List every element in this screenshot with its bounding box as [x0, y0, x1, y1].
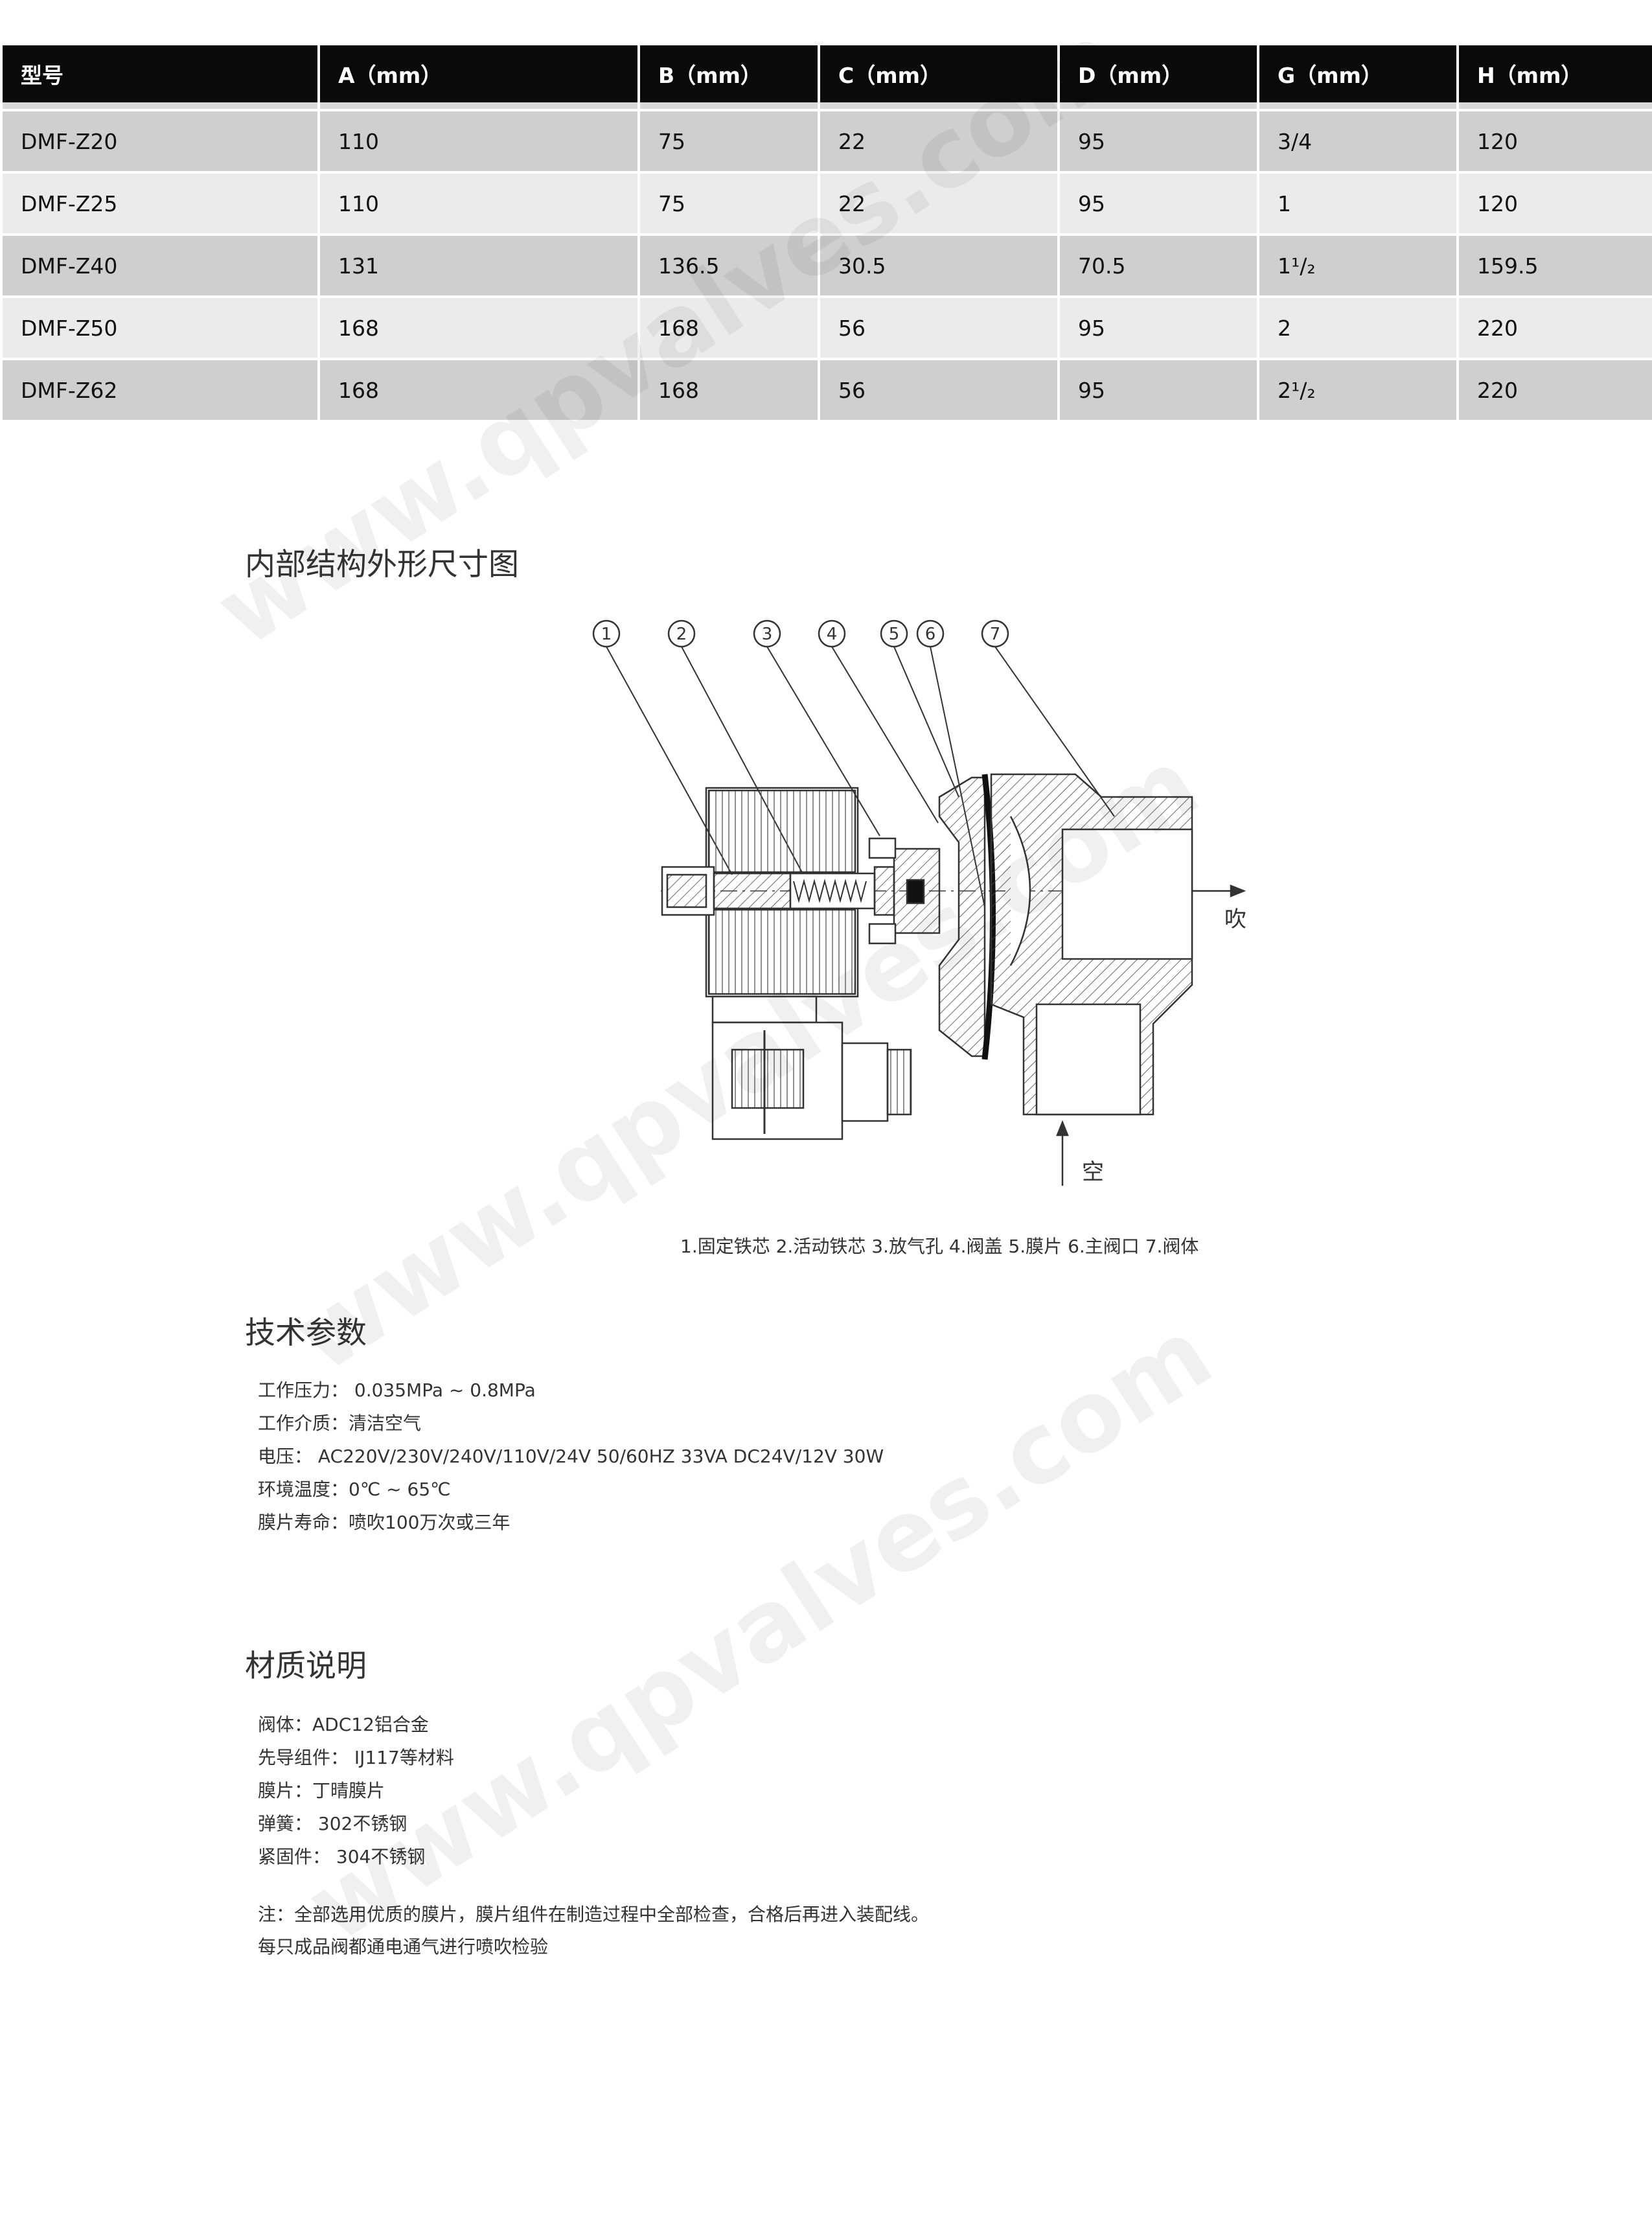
cell-a: 110: [320, 111, 637, 171]
cell-b: 168: [640, 298, 818, 358]
tech-pressure: 工作压力： 0.035MPa ~ 0.8MPa: [258, 1379, 536, 1401]
material-fastener: 紧固件： 304不锈钢: [258, 1846, 426, 1867]
cell-a: 110: [320, 174, 637, 233]
header-c: C（mm）: [820, 45, 1057, 109]
cell-d: 70.5: [1060, 236, 1257, 295]
note: 注：全部选用优质的膜片，膜片组件在制造过程中全部检查，合格后再进入装配线。 每只…: [258, 1898, 929, 1963]
header-a: A（mm）: [320, 45, 637, 109]
header-model: 型号: [3, 45, 317, 109]
structure-title: 内部结构外形尺寸图: [245, 547, 519, 583]
cell-model: DMF-Z25: [3, 174, 317, 233]
spec-table-container: 型号 A（mm） B（mm） C（mm） D（mm） G（mm） H（mm） D…: [0, 43, 1652, 422]
cell-a: 168: [320, 360, 637, 420]
header-g: G（mm）: [1259, 45, 1456, 109]
flow-arrows: [1056, 884, 1246, 1186]
callout-6-label: 6: [925, 625, 936, 644]
table-header-row: 型号 A（mm） B（mm） C（mm） D（mm） G（mm） H（mm）: [3, 45, 1652, 109]
table-row: DMF-Z20 110 75 22 95 3/4 120: [3, 111, 1652, 171]
pilot-seat: [868, 837, 941, 945]
spec-table: 型号 A（mm） B（mm） C（mm） D（mm） G（mm） H（mm） D…: [0, 43, 1652, 422]
callout-bubbles: [592, 619, 1009, 648]
valve-cover: [938, 776, 986, 1057]
header-d: D（mm）: [1060, 45, 1257, 109]
cell-c: 56: [820, 360, 1057, 420]
cell-model: DMF-Z20: [3, 111, 317, 171]
cell-b: 136.5: [640, 236, 818, 295]
cell-g: 1: [1259, 174, 1456, 233]
cell-b: 75: [640, 111, 818, 171]
cell-a: 168: [320, 298, 637, 358]
cell-g: 1¹/₂: [1259, 236, 1456, 295]
cell-model: DMF-Z50: [3, 298, 317, 358]
material-title: 材质说明: [245, 1648, 367, 1684]
table-row: DMF-Z25 110 75 22 95 1 120: [3, 174, 1652, 233]
callout-5-label: 5: [889, 625, 900, 644]
header-b: B（mm）: [640, 45, 818, 109]
callout-3-label: 3: [762, 625, 773, 644]
tech-medium: 工作介质：清洁空气: [258, 1413, 422, 1434]
cell-g: 2: [1259, 298, 1456, 358]
blow-label: 吹: [1224, 906, 1246, 932]
tech-voltage: 电压： AC220V/230V/240V/110V/24V 50/60HZ 33…: [258, 1446, 884, 1467]
cell-d: 95: [1060, 174, 1257, 233]
cell-d: 95: [1060, 111, 1257, 171]
air-label: 空: [1082, 1159, 1104, 1185]
note-line-2: 每只成品阀都通电通气进行喷吹检验: [258, 1936, 549, 1957]
outlet-port: [1061, 828, 1193, 960]
diagram-caption: 1.固定铁芯 2.活动铁芯 3.放气孔 4.阀盖 5.膜片 6.主阀口 7.阀体: [680, 1236, 1199, 1257]
cell-c: 30.5: [820, 236, 1057, 295]
cell-h: 220: [1459, 298, 1652, 358]
header-h: H（mm）: [1459, 45, 1652, 109]
table-row: DMF-Z50 168 168 56 95 2 220: [3, 298, 1652, 358]
connector-plug: [711, 995, 912, 1140]
material-spring: 弹簧： 302不锈钢: [258, 1813, 407, 1834]
tech-list: 工作压力： 0.035MPa ~ 0.8MPa 工作介质：清洁空气 电压： AC…: [258, 1374, 884, 1539]
material-diaphragm: 膜片：丁晴膜片: [258, 1780, 385, 1801]
tech-temperature: 环境温度：0℃ ~ 65℃: [258, 1479, 451, 1500]
cell-a: 131: [320, 236, 637, 295]
cell-g: 3/4: [1259, 111, 1456, 171]
material-list: 阀体：ADC12铝合金 先导组件： IJ117等材料 膜片：丁晴膜片 弹簧： 3…: [258, 1708, 454, 1873]
cell-model: DMF-Z40: [3, 236, 317, 295]
cell-g: 2¹/₂: [1259, 360, 1456, 420]
inlet-port: [1035, 1003, 1141, 1116]
cell-d: 95: [1060, 360, 1257, 420]
note-line-1: 注：全部选用优质的膜片，膜片组件在制造过程中全部检查，合格后再进入装配线。: [258, 1904, 930, 1925]
callout-1-label: 1: [601, 625, 612, 644]
callout-7-label: 7: [990, 625, 1001, 644]
cell-d: 95: [1060, 298, 1257, 358]
cell-h: 159.5: [1459, 236, 1652, 295]
tech-title: 技术参数: [245, 1315, 367, 1351]
material-body: 阀体：ADC12铝合金: [258, 1714, 429, 1735]
callout-4-label: 4: [827, 625, 838, 644]
cell-h: 120: [1459, 111, 1652, 171]
valve-section-diagram: 1 2 3 4 5 6 7: [592, 619, 1246, 1186]
cell-c: 22: [820, 174, 1057, 233]
cell-c: 56: [820, 298, 1057, 358]
cell-h: 120: [1459, 174, 1652, 233]
cell-model: DMF-Z62: [3, 360, 317, 420]
material-pilot: 先导组件： IJ117等材料: [258, 1747, 454, 1768]
fixed-core: [661, 866, 792, 916]
cell-b: 168: [640, 360, 818, 420]
tech-diaphragm-life: 膜片寿命：喷吹100万次或三年: [258, 1512, 511, 1533]
moving-core: [789, 866, 895, 916]
table-row: DMF-Z62 168 168 56 95 2¹/₂ 220: [3, 360, 1652, 420]
table-row: DMF-Z40 131 136.5 30.5 70.5 1¹/₂ 159.5: [3, 236, 1652, 295]
cell-c: 22: [820, 111, 1057, 171]
cell-b: 75: [640, 174, 818, 233]
cell-h: 220: [1459, 360, 1652, 420]
callout-2-label: 2: [676, 625, 687, 644]
